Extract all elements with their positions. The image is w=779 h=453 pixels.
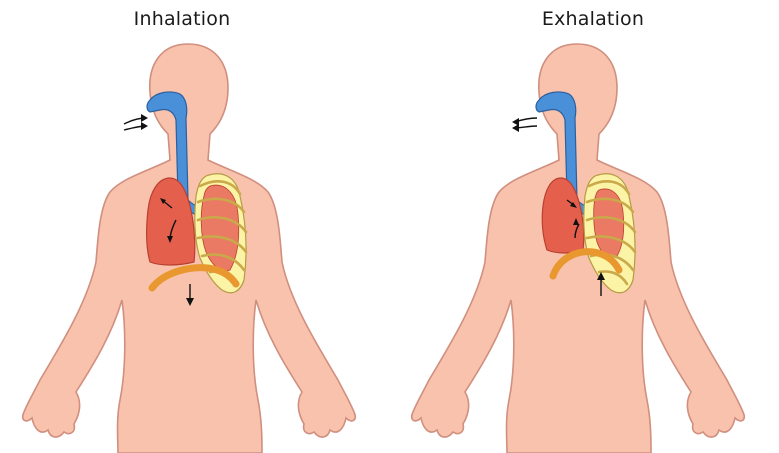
airflow-in-arrows bbox=[124, 114, 148, 130]
airflow-out-arrows bbox=[512, 118, 537, 132]
exhalation-figure bbox=[389, 0, 779, 453]
inhalation-figure bbox=[0, 0, 390, 453]
